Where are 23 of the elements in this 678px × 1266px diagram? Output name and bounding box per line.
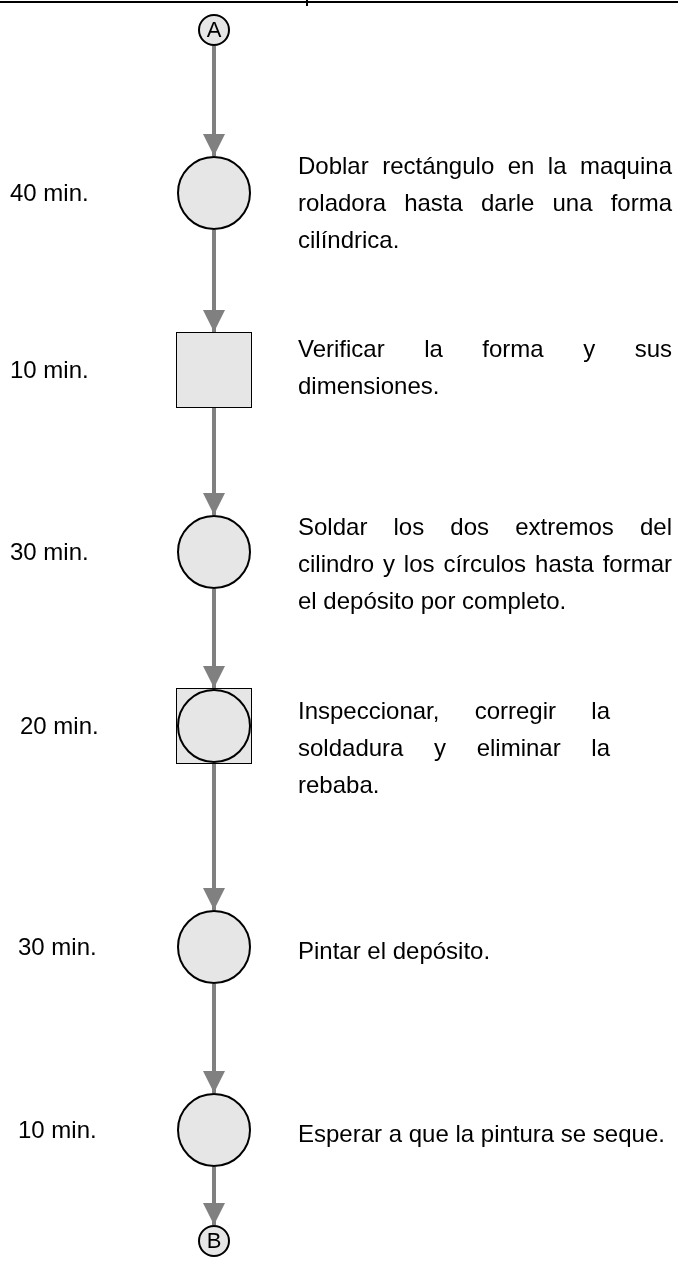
duration-label: 40 min. (10, 179, 89, 207)
connector-circle: B (198, 1225, 230, 1257)
step-description: Inspeccionar, corregir la soldadura y eliminar la rebaba. (298, 696, 610, 800)
duration-label: 30 min. (18, 933, 97, 961)
flow-arrow (203, 589, 225, 688)
flow-arrow (203, 1167, 225, 1225)
inspection-square (176, 332, 252, 408)
connector-circle: A (198, 14, 230, 46)
duration-label: 30 min. (10, 538, 89, 566)
flow-arrow (203, 408, 225, 515)
step-description: Soldar los dos extremos del cilindro y los círculos hasta formar el depósito por completo. (298, 512, 672, 616)
duration-label: 10 min. (10, 356, 89, 384)
flow-arrow (203, 46, 225, 156)
flow-arrow (203, 764, 225, 910)
step-description: Esperar a que la pintura se seque. (298, 1119, 666, 1149)
duration-label: 20 min. (20, 712, 99, 740)
duration-label: 10 min. (18, 1116, 97, 1144)
combined-operation-inspection-symbol (176, 688, 252, 764)
step-description: Pintar el depósito. (298, 936, 492, 966)
step-description: Verificar la forma y sus dimensiones. (298, 334, 672, 401)
step-description: Doblar rectángulo en la maquina roladora hasta darle una forma cilíndrica. (298, 151, 672, 255)
flow-arrow (203, 984, 225, 1093)
flow-arrow (203, 230, 225, 332)
